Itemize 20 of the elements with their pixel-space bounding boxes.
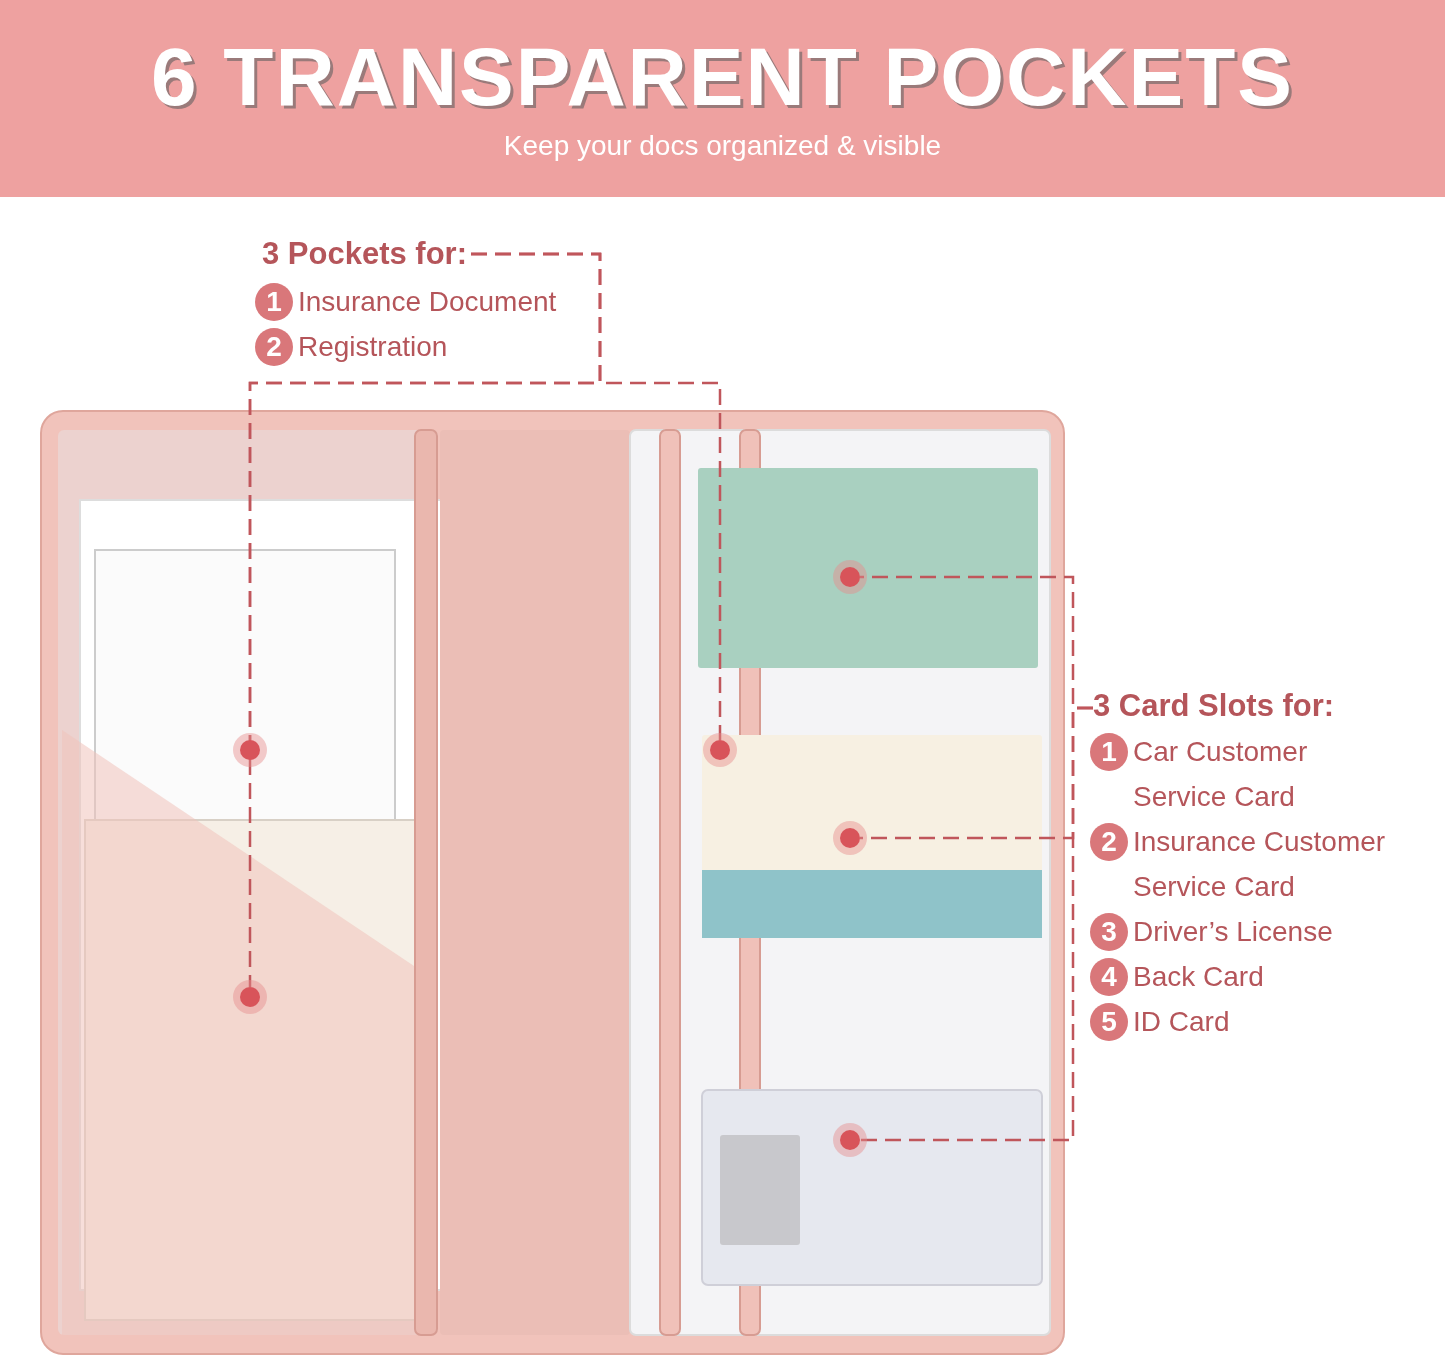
callout-label: Back Card [1133,960,1265,994]
callout-heading: 3 Pockets for: [262,236,467,272]
callout-number: 3 [1090,913,1128,951]
callout-number: 4 [1090,958,1128,996]
leader-line [248,252,602,987]
callout-heading: 3 Card Slots for: [1093,688,1335,724]
callout-number: 2 [255,328,293,366]
callout-label: Insurance Document [298,285,558,319]
title: 6 TRANSPARENT POCKETS [149,30,1295,124]
callout-number: 2 [1090,823,1128,861]
callout-label: Car Customer Service Card [1133,735,1309,814]
callout-label: Driver’s License [1133,915,1334,949]
callout-label: Insurance Customer Service Card [1133,825,1387,904]
leader-line [860,706,1093,1142]
subtitle: Keep your docs organized & visible [502,130,943,162]
callout-label: ID Card [1133,1005,1231,1039]
callout-number: 1 [1090,733,1128,771]
callout-label: Registration [298,330,449,364]
callout-number: 5 [1090,1003,1128,1041]
callout-number: 1 [255,283,293,321]
